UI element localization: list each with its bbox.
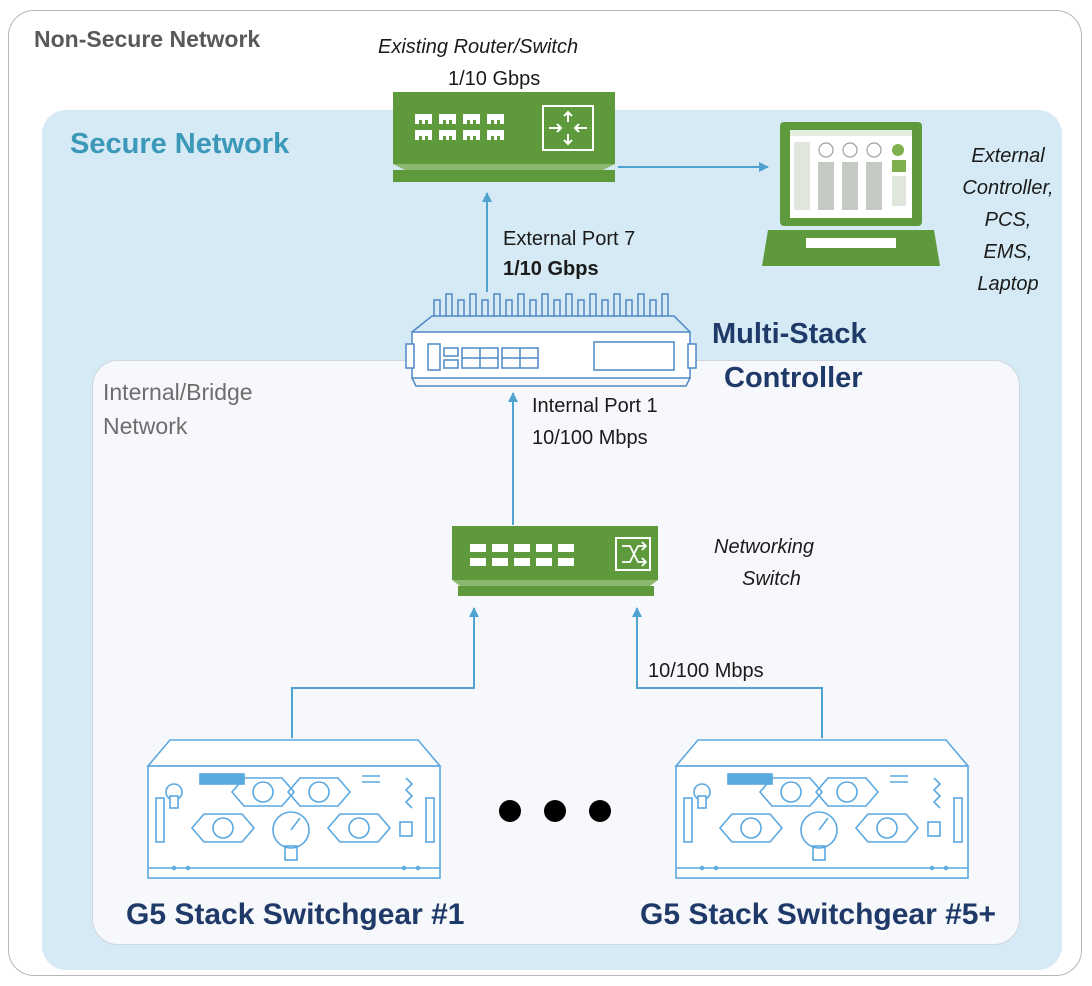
- internal-network-label: Internal/Bridge Network: [103, 375, 323, 443]
- switchgear-link-speed: 10/100 Mbps: [648, 660, 764, 682]
- external-controller-label-line4: EMS,: [983, 241, 1033, 263]
- non-secure-network-label: Non-Secure Network: [34, 26, 261, 52]
- internal-network-label-line1: Internal/Bridge: [103, 379, 253, 405]
- controller-label-line2: Controller: [724, 362, 863, 394]
- router-icon: [393, 92, 615, 182]
- controller-icon: [405, 293, 697, 387]
- switchgear-5-label: G5 Stack Switchgear #5+: [640, 898, 997, 931]
- switch-icon: [452, 526, 658, 596]
- switchgear5-to-switch-wire: [632, 607, 823, 738]
- switchgear-1-label: G5 Stack Switchgear #1: [126, 898, 465, 931]
- switchgear1-to-switch-wire: [291, 607, 479, 738]
- laptop-icon: [762, 122, 940, 266]
- router-label-line2: 1/10 Gbps: [448, 68, 541, 90]
- router-label-line1: Existing Router/Switch: [378, 36, 579, 58]
- external-controller-label-line5: Laptop: [977, 273, 1039, 295]
- external-controller-label: External Controller, PCS, EMS, Laptop: [948, 140, 1068, 300]
- external-controller-label-line2: Controller,: [962, 177, 1054, 199]
- external-controller-label-line1: External: [971, 145, 1045, 167]
- internal-port-speed: 10/100 Mbps: [532, 427, 648, 449]
- switchgear-1-icon: [146, 739, 442, 879]
- external-controller-label-line3: PCS,: [984, 209, 1032, 231]
- external-port-label: External Port 7: [503, 228, 636, 250]
- external-port-speed: 1/10 Gbps: [503, 258, 599, 280]
- switchgear-5-icon: [674, 739, 970, 879]
- networking-switch-label-line1: Networking: [714, 536, 815, 558]
- internal-network-label-line2: Network: [103, 413, 188, 439]
- controller-label-line1: Multi-Stack: [712, 318, 867, 350]
- more-units-ellipsis-icon: [499, 800, 611, 822]
- secure-network-label: Secure Network: [70, 128, 290, 160]
- internal-port-label: Internal Port 1: [532, 395, 658, 417]
- networking-switch-label-line2: Switch: [742, 568, 801, 590]
